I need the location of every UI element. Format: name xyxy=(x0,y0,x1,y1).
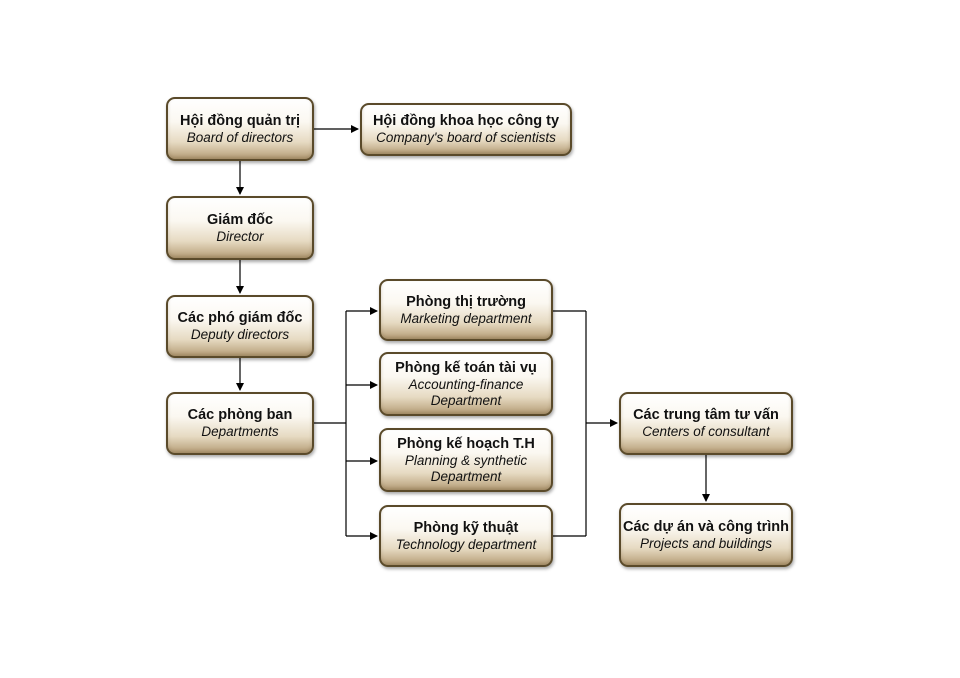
node-accounting-department: Phòng kế toán tài vụ Accounting-finance … xyxy=(379,352,553,416)
node-centers-vi: Các trung tâm tư vấn xyxy=(633,407,779,423)
node-departments-en: Departments xyxy=(201,424,279,439)
node-marketing-department: Phòng thị trường Marketing department xyxy=(379,279,553,341)
node-technology-vi: Phòng kỹ thuật xyxy=(413,519,519,536)
node-director-en: Director xyxy=(216,228,264,244)
node-marketing-vi: Phòng thị trường xyxy=(406,293,526,310)
node-centers-en: Centers of consultant xyxy=(642,424,770,439)
node-planning-vi: Phòng kế hoạch T.H xyxy=(397,435,535,452)
node-deputy-directors: Các phó giám đốc Deputy directors xyxy=(166,295,314,358)
node-accounting-en1: Accounting-finance xyxy=(408,376,524,392)
node-departments: Các phòng ban Departments xyxy=(166,392,314,455)
node-projects-en: Projects and buildings xyxy=(639,535,773,551)
node-technology-en: Technology department xyxy=(395,536,537,552)
node-planning-en1: Planning & synthetic xyxy=(404,452,528,468)
node-deputy-vi: Các phó giám đốc xyxy=(177,310,303,326)
node-planning-en2: Department xyxy=(430,468,502,484)
node-consultant-centers: Các trung tâm tư vấn Centers of consulta… xyxy=(619,392,793,455)
node-deputy-en: Deputy directors xyxy=(190,327,290,342)
node-technology-department: Phòng kỹ thuật Technology department xyxy=(379,505,553,567)
node-scientists-vi: Hội đồng khoa học công ty xyxy=(372,113,560,129)
node-projects-buildings: Các dự án và công trình Projects and bui… xyxy=(619,503,793,567)
node-board-vi: Hội đồng quản trị xyxy=(179,112,300,129)
node-director: Giám đốc Director xyxy=(166,196,314,260)
node-planning-department: Phòng kế hoạch T.H Planning & synthetic … xyxy=(379,428,553,492)
node-departments-vi: Các phòng ban xyxy=(187,407,293,423)
node-director-vi: Giám đốc xyxy=(206,211,274,228)
node-board-en: Board of directors xyxy=(186,129,294,145)
node-board-of-directors: Hội đồng quản trị Board of directors xyxy=(166,97,314,161)
node-company-scientists: Hội đồng khoa học công ty Company's boar… xyxy=(360,103,572,156)
node-accounting-vi: Phòng kế toán tài vụ xyxy=(395,359,537,376)
node-scientists-en: Company's board of scientists xyxy=(376,130,556,145)
node-marketing-en: Marketing department xyxy=(400,310,532,326)
node-accounting-en2: Department xyxy=(430,392,502,408)
node-projects-vi: Các dự án và công trình xyxy=(623,518,789,535)
